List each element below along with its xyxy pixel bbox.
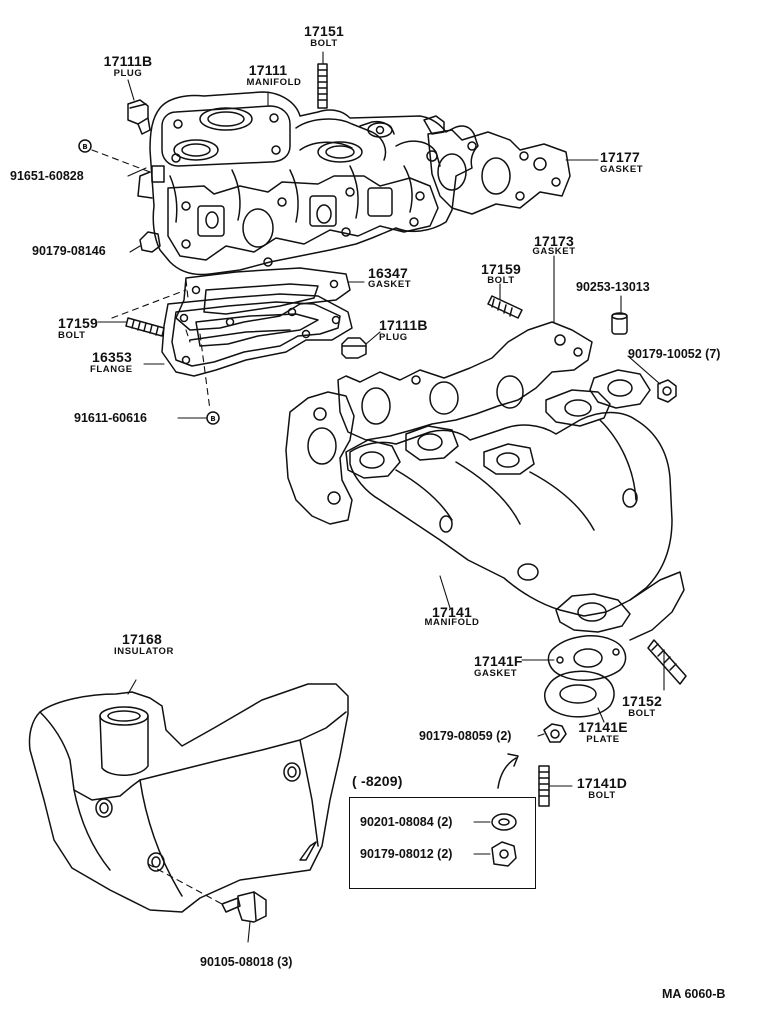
part-name-17159-left: BOLT [58, 330, 86, 341]
gasket-17177-drawing [428, 130, 570, 214]
part-number-17111b-mid: 17111B [379, 317, 428, 333]
part-name-17177: GASKET [600, 164, 644, 175]
plug-90179-08146-drawing [140, 232, 160, 252]
flange-16353-drawing [162, 294, 352, 376]
part-number-90253-13013: 90253-13013 [576, 280, 650, 294]
nut-90179-10052-drawing [658, 380, 676, 402]
part-number-91651-60828: 91651-60828 [10, 169, 84, 183]
stud-17159-left-drawing [126, 318, 164, 336]
part-number-17177: 17177 [600, 149, 640, 165]
intake-manifold-17111-drawing [138, 92, 478, 275]
part-name-17168: INSULATOR [114, 646, 174, 657]
part-number-90179-08146: 90179-08146 [32, 244, 106, 258]
sleeve-90253-13013-drawing [612, 313, 627, 334]
part-name-17111b-mid: PLUG [379, 332, 408, 343]
part-name-17141f: GASKET [474, 668, 518, 679]
part-name-17173: GASKET [532, 246, 576, 257]
part-number-17111: 17111 [248, 62, 288, 78]
reference-arrow [498, 758, 516, 788]
part-number-90179-10052: 90179-10052 (7) [628, 347, 721, 361]
drawing-code: MA 6060-B [662, 987, 726, 1001]
plug-17111b-mid-drawing [342, 338, 366, 358]
part-name-17141: MANIFOLD [424, 617, 480, 628]
reference-item-90179-08012: 90179-08012 (2) [360, 847, 453, 861]
part-name-17152: BOLT [628, 708, 656, 719]
stud-17152-drawing [648, 640, 686, 684]
part-number-16353: 16353 [92, 349, 132, 365]
part-number-91611-60616: 91611-60616 [74, 411, 147, 425]
stud-17141d-drawing [539, 766, 549, 806]
part-name-16353: FLANGE [90, 364, 133, 375]
part-name-17141d: BOLT [588, 790, 616, 801]
part-number-17159-left: 17159 [58, 315, 98, 331]
part-number-17141e: 17141E [578, 719, 628, 735]
plug-17111b-top-drawing [128, 100, 150, 134]
part-number-17168: 17168 [122, 631, 162, 647]
nut-90179-08059-drawing [544, 724, 566, 742]
part-number-90179-08059: 90179-08059 (2) [419, 729, 512, 743]
part-name-17151: BOLT [310, 38, 338, 49]
stud-17159-right-drawing [488, 296, 522, 318]
part-number-17141: 17141 [432, 604, 472, 620]
part-number-17173: 17173 [534, 233, 574, 249]
nut-90179-08012-drawing [492, 842, 516, 866]
part-number-17111b-top: 17111B [103, 53, 153, 69]
part-name-17159-right: BOLT [487, 275, 515, 286]
marker-b-icon: B [210, 415, 215, 423]
part-name-17111b-top: PLUG [113, 68, 143, 79]
part-number-17141f: 17141F [474, 653, 523, 669]
reference-arrow-head [508, 754, 518, 766]
part-number-90105-08018: 90105-08018 (3) [200, 955, 293, 969]
bolt-90105-08018-drawing [222, 892, 266, 922]
insulator-17168-drawing [29, 684, 348, 912]
part-number-17152: 17152 [622, 693, 662, 709]
part-name-17111: MANIFOLD [246, 77, 302, 88]
marker-b-icon: B [82, 143, 87, 151]
part-number-17151: 17151 [304, 23, 344, 39]
stud-17151-drawing [318, 64, 327, 108]
part-number-17159-right: 17159 [481, 261, 521, 277]
washer-90201-08084-drawing [492, 814, 516, 830]
part-number-16347: 16347 [368, 265, 408, 281]
exhaust-manifold-17141-drawing [286, 322, 684, 640]
reference-box [349, 797, 536, 889]
dashed-guide-lines [92, 150, 222, 904]
plug-91651-60828-drawing [79, 140, 91, 152]
reference-item-90201-08084: 90201-08084 (2) [360, 815, 453, 829]
part-name-16347: GASKET [368, 279, 412, 290]
gasket-17141f-drawing [548, 636, 625, 680]
plate-17141e-drawing [545, 671, 614, 717]
reference-box-header: ( -8209) [352, 773, 403, 789]
part-name-17141e: PLATE [586, 734, 620, 745]
part-number-17141d: 17141D [576, 775, 628, 791]
